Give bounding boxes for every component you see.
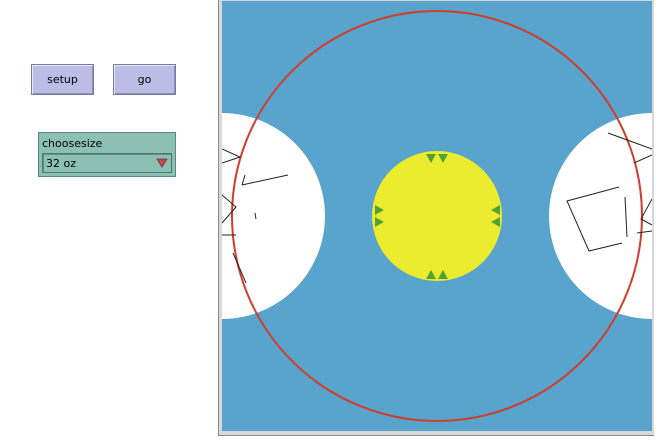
go-button-label: go (137, 73, 152, 86)
right-bubble-lines (566, 132, 652, 252)
agent-icon (438, 154, 448, 163)
agent-icon (375, 205, 384, 215)
dropdown-arrow-icon (156, 158, 168, 168)
center-patch (372, 151, 502, 281)
right-bubble (549, 113, 652, 319)
agent-icon (426, 270, 436, 279)
agent-markers (375, 154, 500, 279)
world-view[interactable] (222, 1, 652, 431)
agent-icon (426, 154, 436, 163)
left-bubble-lines (222, 148, 289, 284)
choosesize-chooser: choosesize 32 oz (38, 132, 176, 177)
setup-button[interactable]: setup (31, 64, 94, 95)
agent-icon (438, 270, 448, 279)
choosesize-select[interactable]: 32 oz (42, 153, 172, 173)
agent-icon (491, 217, 500, 227)
world-view-frame (218, 0, 654, 436)
agent-icon (375, 217, 384, 227)
setup-button-label: setup (47, 73, 78, 86)
left-bubble (222, 113, 325, 319)
agent-icon (491, 205, 500, 215)
chooser-label: choosesize (42, 137, 103, 150)
boundary-ring (231, 10, 643, 422)
chooser-value: 32 oz (46, 157, 76, 170)
go-button[interactable]: go (113, 64, 176, 95)
